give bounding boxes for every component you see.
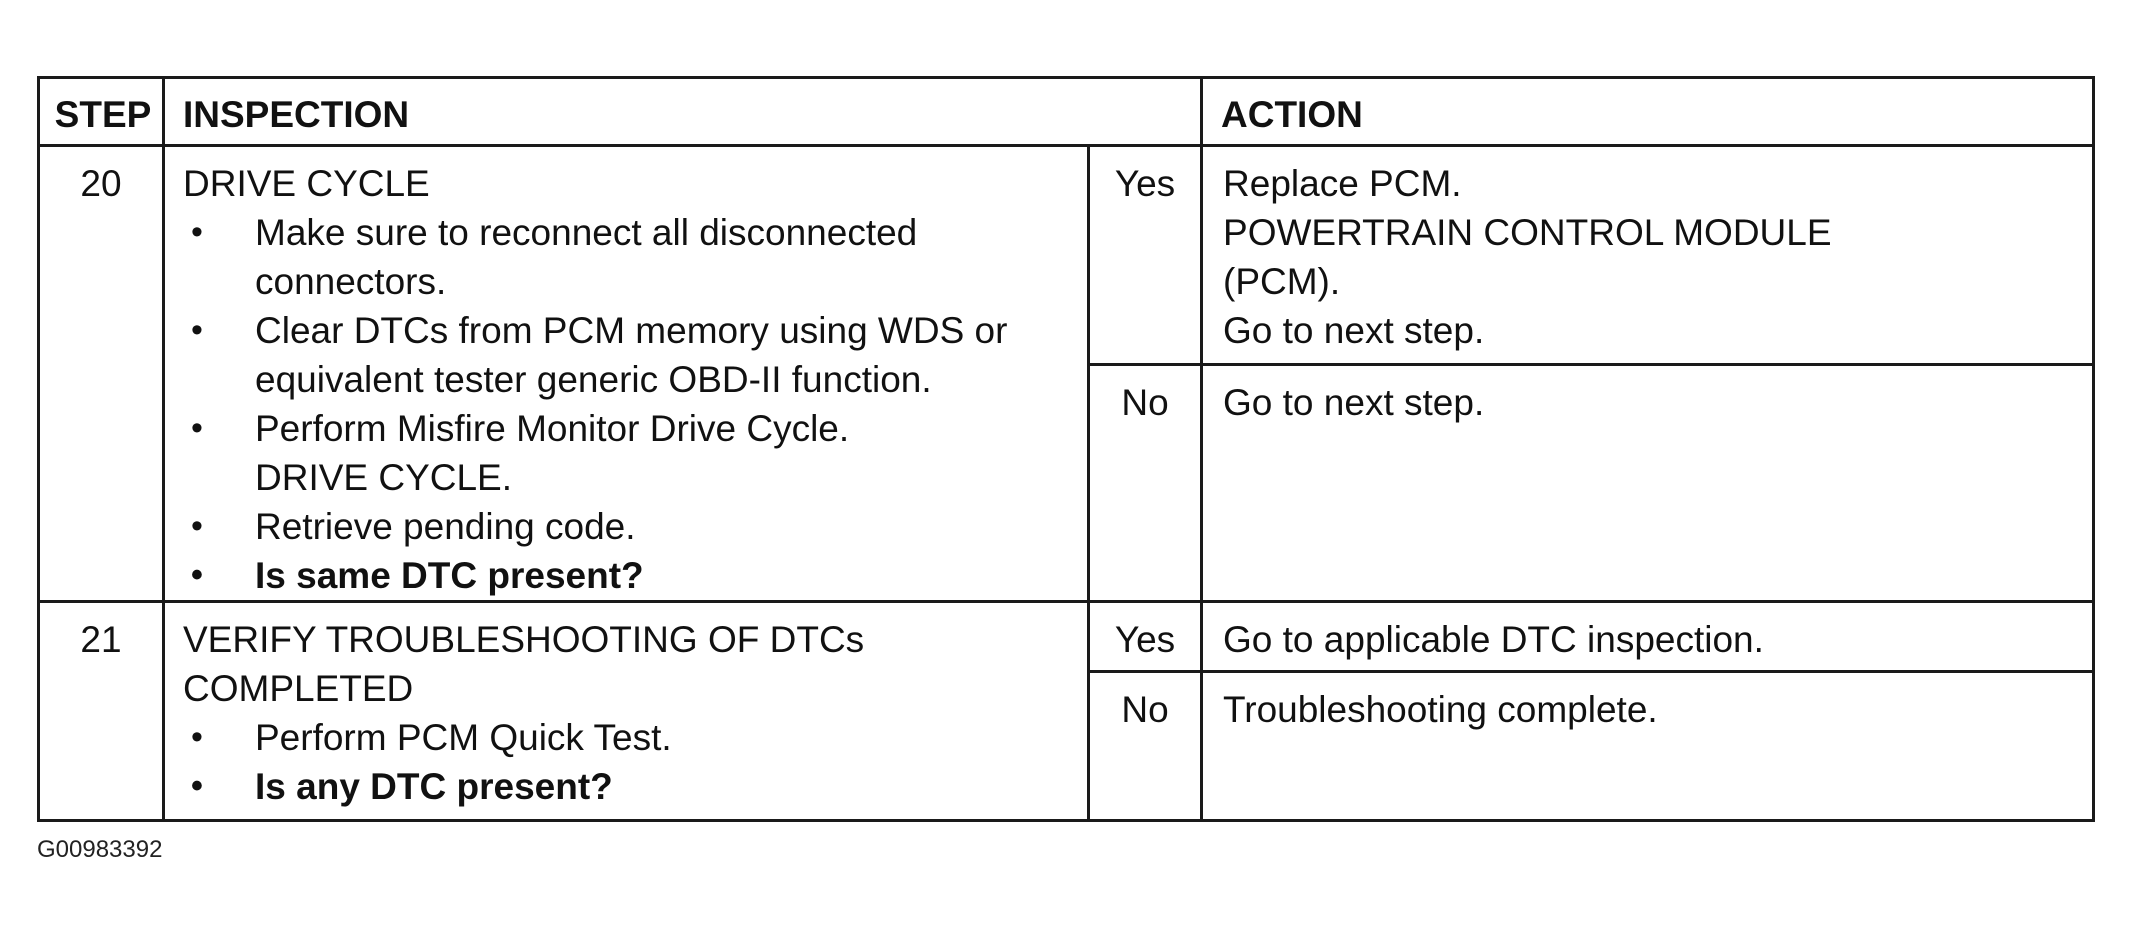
bullet-question: Is any DTC present? xyxy=(183,762,1073,811)
no-action: Troubleshooting complete. xyxy=(1200,670,2096,822)
inspection-cell: VERIFY TROUBLESHOOTING OF DTCs COMPLETED… xyxy=(162,600,1090,822)
header-inspection: INSPECTION xyxy=(161,76,1204,147)
bullet-item: Clear DTCs from PCM memory using WDS or … xyxy=(183,306,1073,404)
table-row: No Go to next step. xyxy=(39,363,2096,603)
inspection-cell: DRIVE CYCLE Make sure to reconnect all d… xyxy=(162,144,1090,603)
no-label: No xyxy=(1086,670,1204,822)
action-line: Troubleshooting complete. xyxy=(1223,689,1658,730)
yes-label: Yes xyxy=(1086,600,1204,673)
action-line: Go to next step. xyxy=(1223,382,1485,424)
diagnostic-table: STEP INSPECTION ACTION 20 DRIVE CYCLE Ma… xyxy=(37,76,2096,822)
bullet-subtext: DRIVE CYCLE. xyxy=(255,457,513,498)
action-line: Replace PCM. xyxy=(1223,163,1462,204)
table-row: 21 VERIFY TROUBLESHOOTING OF DTCs COMPLE… xyxy=(37,600,2096,822)
inspection-title: DRIVE CYCLE xyxy=(183,163,430,204)
action-line: (PCM). xyxy=(1223,261,1341,302)
step-number: 20 xyxy=(37,144,165,603)
figure-id: G00983392 xyxy=(37,836,163,863)
action-line: Go to applicable DTC inspection. xyxy=(1223,619,1764,660)
bullet-item: Make sure to reconnect all disconnected … xyxy=(183,208,1073,306)
header-row: STEP INSPECTION ACTION xyxy=(37,76,2096,147)
bullet-item: Retrieve pending code. xyxy=(183,502,1073,551)
yes-action: Replace PCM. POWERTRAIN CONTROL MODULE (… xyxy=(1200,143,2096,367)
no-action: Go to next step. xyxy=(1200,363,2096,603)
action-line: POWERTRAIN CONTROL MODULE xyxy=(1223,212,1832,253)
header-action: ACTION xyxy=(1200,76,2096,147)
action-line: Go to next step. xyxy=(1223,310,1485,351)
inspection-bullets: Perform PCM Quick Test. Is any DTC prese… xyxy=(183,713,1073,811)
step-number: 21 xyxy=(37,600,165,822)
bullet-question: Is same DTC present? xyxy=(183,551,1073,600)
table-row: 20 DRIVE CYCLE Make sure to reconnect al… xyxy=(37,143,2096,603)
header-step: STEP xyxy=(37,76,165,147)
no-label: No xyxy=(1086,363,1204,603)
table-row: No Troubleshooting complete. xyxy=(39,670,2096,822)
yes-action: Go to applicable DTC inspection. xyxy=(1200,600,2096,673)
inspection-title-cont: COMPLETED xyxy=(183,668,414,709)
inspection-bullets: Make sure to reconnect all disconnected … xyxy=(183,208,1073,600)
yes-label: Yes xyxy=(1086,143,1204,367)
bullet-text: Perform Misfire Monitor Drive Cycle. xyxy=(255,408,850,449)
bullet-item: Perform Misfire Monitor Drive Cycle. DRI… xyxy=(183,404,1073,502)
bullet-item: Perform PCM Quick Test. xyxy=(183,713,1073,762)
inspection-title: VERIFY TROUBLESHOOTING OF DTCs xyxy=(183,619,865,660)
